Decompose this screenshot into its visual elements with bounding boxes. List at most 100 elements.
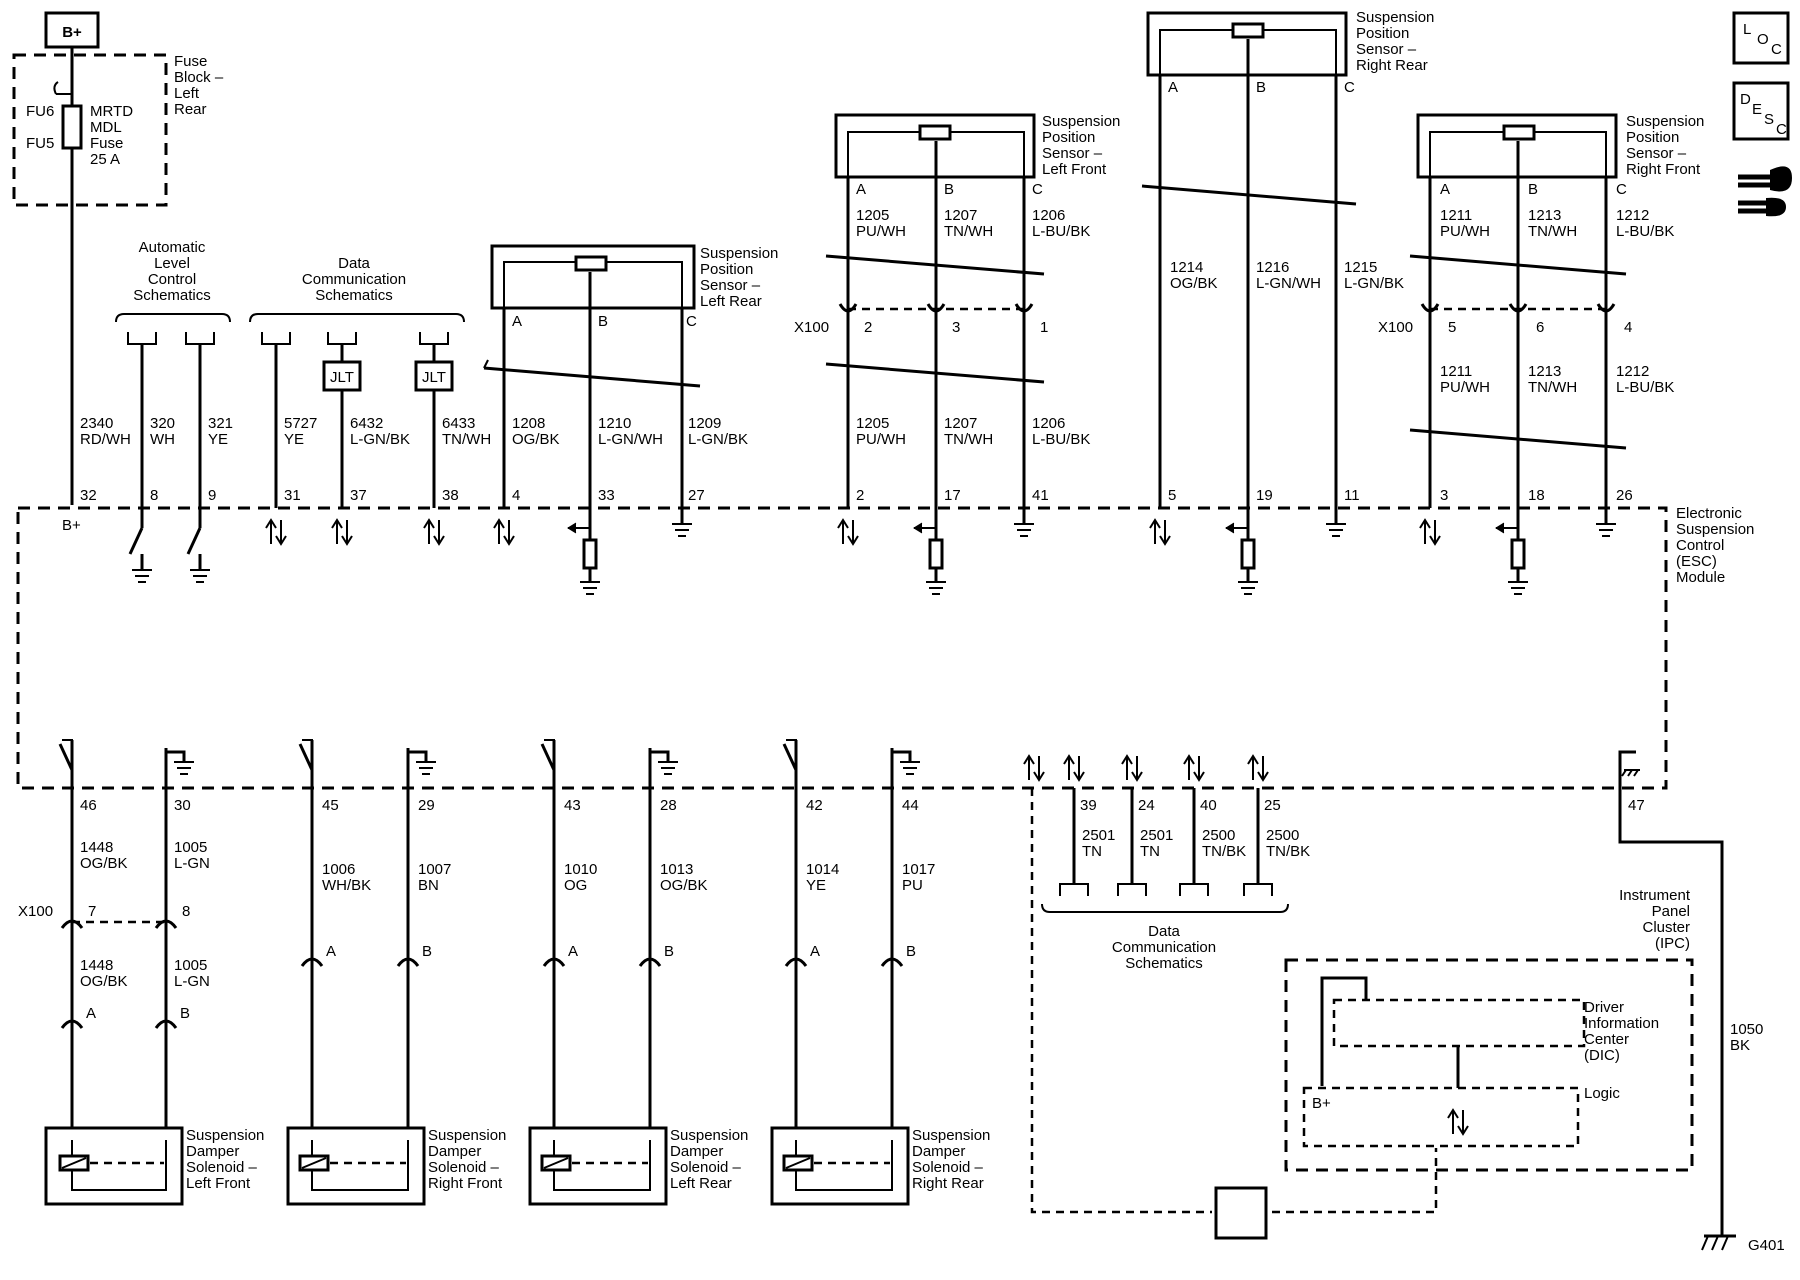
svg-text:RD/WH: RD/WH — [80, 431, 131, 448]
svg-text:Suspension: Suspension — [670, 1127, 748, 1144]
svg-text:37: 37 — [350, 487, 367, 504]
svg-text:Suspension: Suspension — [912, 1127, 990, 1144]
svg-text:Communication: Communication — [1112, 939, 1216, 956]
svg-text:Suspension: Suspension — [1626, 113, 1704, 130]
svg-text:WH: WH — [150, 431, 175, 448]
svg-text:46: 46 — [80, 797, 97, 814]
svg-text:B: B — [598, 313, 608, 330]
svg-text:(ESC): (ESC) — [1676, 553, 1717, 570]
svg-text:TN/WH: TN/WH — [442, 431, 491, 448]
ipc-b-plus: B+ — [1312, 1095, 1331, 1112]
svg-text:Driver: Driver — [1584, 999, 1624, 1016]
ground-g401-label: G401 — [1748, 1237, 1785, 1254]
svg-text:Solenoid –: Solenoid – — [428, 1159, 500, 1176]
svg-text:PU/WH: PU/WH — [1440, 379, 1490, 396]
fuse-fu6-label: FU6 — [26, 103, 54, 120]
svg-text:1205: 1205 — [856, 415, 889, 432]
svg-text:Left Front: Left Front — [1042, 161, 1107, 178]
svg-text:YE: YE — [806, 877, 826, 894]
fuse-block-name: Fuse Block – Left Rear — [174, 53, 224, 118]
svg-text:2501: 2501 — [1140, 827, 1173, 844]
svg-text:Module: Module — [1676, 569, 1725, 586]
svg-text:Suspension: Suspension — [428, 1127, 506, 1144]
svg-text:Rear: Rear — [174, 101, 207, 118]
svg-text:26: 26 — [1616, 487, 1633, 504]
svg-text:28: 28 — [660, 797, 677, 814]
svg-text:1205: 1205 — [856, 207, 889, 224]
svg-text:4: 4 — [1624, 319, 1632, 336]
svg-text:Level: Level — [154, 255, 190, 272]
svg-text:Left: Left — [174, 85, 200, 102]
fuse-symbol — [61, 104, 83, 150]
svg-text:Right Rear: Right Rear — [912, 1175, 984, 1192]
svg-text:Suspension: Suspension — [186, 1127, 264, 1144]
svg-text:L-BU/BK: L-BU/BK — [1616, 223, 1674, 240]
svg-text:B: B — [906, 943, 916, 960]
b-plus-label: B+ — [62, 24, 82, 41]
svg-text:L-GN/BK: L-GN/BK — [350, 431, 410, 448]
svg-text:1050: 1050 — [1730, 1021, 1763, 1038]
svg-text:4: 4 — [512, 487, 520, 504]
svg-text:25: 25 — [1264, 797, 1281, 814]
logic-label: Logic — [1584, 1085, 1620, 1102]
svg-text:39: 39 — [1080, 797, 1097, 814]
svg-text:Damper: Damper — [670, 1143, 723, 1160]
svg-text:B: B — [422, 943, 432, 960]
svg-text:Left Front: Left Front — [186, 1175, 251, 1192]
svg-text:A: A — [326, 943, 336, 960]
dic-boundary — [1332, 998, 1586, 1048]
svg-text:A: A — [856, 181, 866, 198]
svg-text:Left Rear: Left Rear — [700, 293, 762, 310]
svg-text:6: 6 — [1536, 319, 1544, 336]
svg-text:Automatic: Automatic — [139, 239, 206, 256]
svg-text:C: C — [686, 313, 697, 330]
svg-text:B: B — [180, 1005, 190, 1022]
svg-text:Right Front: Right Front — [428, 1175, 503, 1192]
sensor-right-rear-name: Suspension Position Sensor – Right Rear — [1356, 9, 1434, 74]
svg-text:321: 321 — [208, 415, 233, 432]
svg-text:1213: 1213 — [1528, 207, 1561, 224]
svg-text:A: A — [86, 1005, 96, 1022]
svg-text:1013: 1013 — [660, 861, 693, 878]
data-comm-ref-bottom[interactable]: Data Communication Schematics — [1112, 923, 1216, 972]
loc-icon[interactable] — [1732, 11, 1790, 65]
svg-text:Fuse: Fuse — [90, 135, 123, 152]
svg-text:8: 8 — [150, 487, 158, 504]
svg-text:Damper: Damper — [428, 1143, 481, 1160]
top-ground-symbols — [672, 508, 1616, 537]
svg-text:OG/BK: OG/BK — [80, 855, 128, 872]
serial-data-box — [1214, 1186, 1268, 1240]
ground-wire-label: 1050 BK — [1730, 1021, 1763, 1054]
svg-text:320: 320 — [150, 415, 175, 432]
sensor-left-rear — [490, 244, 696, 310]
connector-hand-icon[interactable] — [1738, 166, 1792, 217]
data-comm-ref-top[interactable]: Data Communication Schematics — [302, 255, 406, 304]
svg-text:30: 30 — [174, 797, 191, 814]
sensor-input-circuits — [567, 522, 1528, 595]
svg-text:Schematics: Schematics — [1125, 955, 1203, 972]
svg-text:2340: 2340 — [80, 415, 113, 432]
svg-text:TN/BK: TN/BK — [1266, 843, 1310, 860]
x100-bottom-label: X100 — [18, 903, 53, 920]
svg-text:1215: 1215 — [1344, 259, 1377, 276]
alc-schematics-ref[interactable]: Automatic Level Control Schematics — [133, 239, 211, 304]
svg-text:42: 42 — [806, 797, 823, 814]
esc-b-plus: B+ — [62, 517, 81, 534]
svg-text:43: 43 — [564, 797, 581, 814]
svg-text:1448: 1448 — [80, 839, 113, 856]
svg-text:OG: OG — [564, 877, 587, 894]
svg-text:A: A — [1440, 181, 1450, 198]
desc-icon[interactable] — [1732, 81, 1790, 141]
svg-text:Panel: Panel — [1652, 903, 1690, 920]
svg-text:5: 5 — [1168, 487, 1176, 504]
svg-text:Damper: Damper — [186, 1143, 239, 1160]
svg-text:1448: 1448 — [80, 957, 113, 974]
svg-text:1007: 1007 — [418, 861, 451, 878]
svg-text:C: C — [1344, 79, 1355, 96]
svg-text:41: 41 — [1032, 487, 1049, 504]
dic-name: Driver Information Center (DIC) — [1584, 999, 1659, 1064]
logic-boundary — [1302, 1086, 1580, 1148]
svg-text:B: B — [944, 181, 954, 198]
